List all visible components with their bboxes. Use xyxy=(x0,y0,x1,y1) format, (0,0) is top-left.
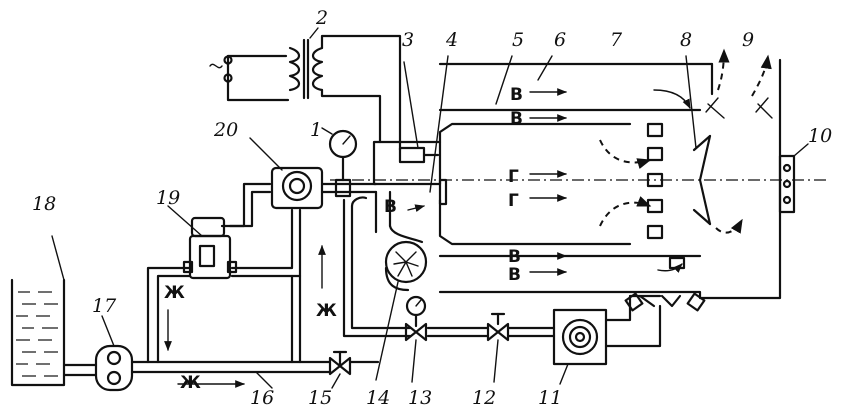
callout-numbers: 1 2 3 4 5 6 7 8 9 10 11 12 13 14 15 16 1… xyxy=(32,7,832,409)
label-19: 19 xyxy=(156,187,180,209)
label-1: 1 xyxy=(310,119,322,141)
label-8: 8 xyxy=(680,29,692,51)
valve-12 xyxy=(486,312,510,383)
label-18: 18 xyxy=(32,193,56,215)
valve-13 xyxy=(404,322,428,383)
fuel-label-1: Ж xyxy=(164,283,185,303)
gas-label-2: Г xyxy=(508,191,519,211)
fuel-label-2: Ж xyxy=(316,301,337,321)
blower-14 xyxy=(374,190,428,381)
label-16: 16 xyxy=(250,387,274,409)
label-20: 20 xyxy=(213,119,238,141)
label-4: 4 xyxy=(445,29,458,51)
filter-19 xyxy=(167,205,238,280)
label-6: 6 xyxy=(554,29,566,51)
flow-letters: В В Г Г В В В Ж Ж Ж xyxy=(164,85,523,393)
fuel-pump-20 xyxy=(249,137,378,210)
fuel-pipes xyxy=(146,182,326,364)
fuel-line-16 xyxy=(62,360,380,389)
label-9: 9 xyxy=(742,29,754,51)
label-2: 2 xyxy=(315,7,328,29)
label-12: 12 xyxy=(472,387,496,409)
label-3: 3 xyxy=(402,29,414,51)
air-label-2: В xyxy=(510,109,523,129)
label-10: 10 xyxy=(808,125,832,147)
igniter-3 xyxy=(372,61,448,206)
combustion-chamber xyxy=(330,55,830,246)
label-17: 17 xyxy=(92,295,117,317)
air-label-5: В xyxy=(384,197,397,217)
air-line xyxy=(342,196,556,338)
ignition-transformer-2 xyxy=(209,27,402,152)
compressor-11 xyxy=(552,292,706,385)
fuel-label-3: Ж xyxy=(180,373,201,393)
exhaust-nozzle-10 xyxy=(778,143,809,214)
air-label-4: В xyxy=(508,265,521,285)
label-14: 14 xyxy=(366,387,390,409)
valve-15 xyxy=(328,350,352,389)
label-7: 7 xyxy=(610,29,623,51)
air-label-3: В xyxy=(508,247,521,267)
fuel-tank xyxy=(10,235,66,387)
air-label-1: В xyxy=(510,85,523,105)
label-13: 13 xyxy=(408,387,432,409)
pump-17 xyxy=(94,315,134,392)
pressure-gauge-1 xyxy=(321,127,358,182)
flow-arrows xyxy=(407,48,773,276)
engine-casing xyxy=(438,55,782,300)
turbine-blades xyxy=(646,55,712,270)
label-5: 5 xyxy=(512,29,524,51)
label-11: 11 xyxy=(538,387,562,409)
label-15: 15 xyxy=(308,387,332,409)
gas-label-1: Г xyxy=(508,167,519,187)
